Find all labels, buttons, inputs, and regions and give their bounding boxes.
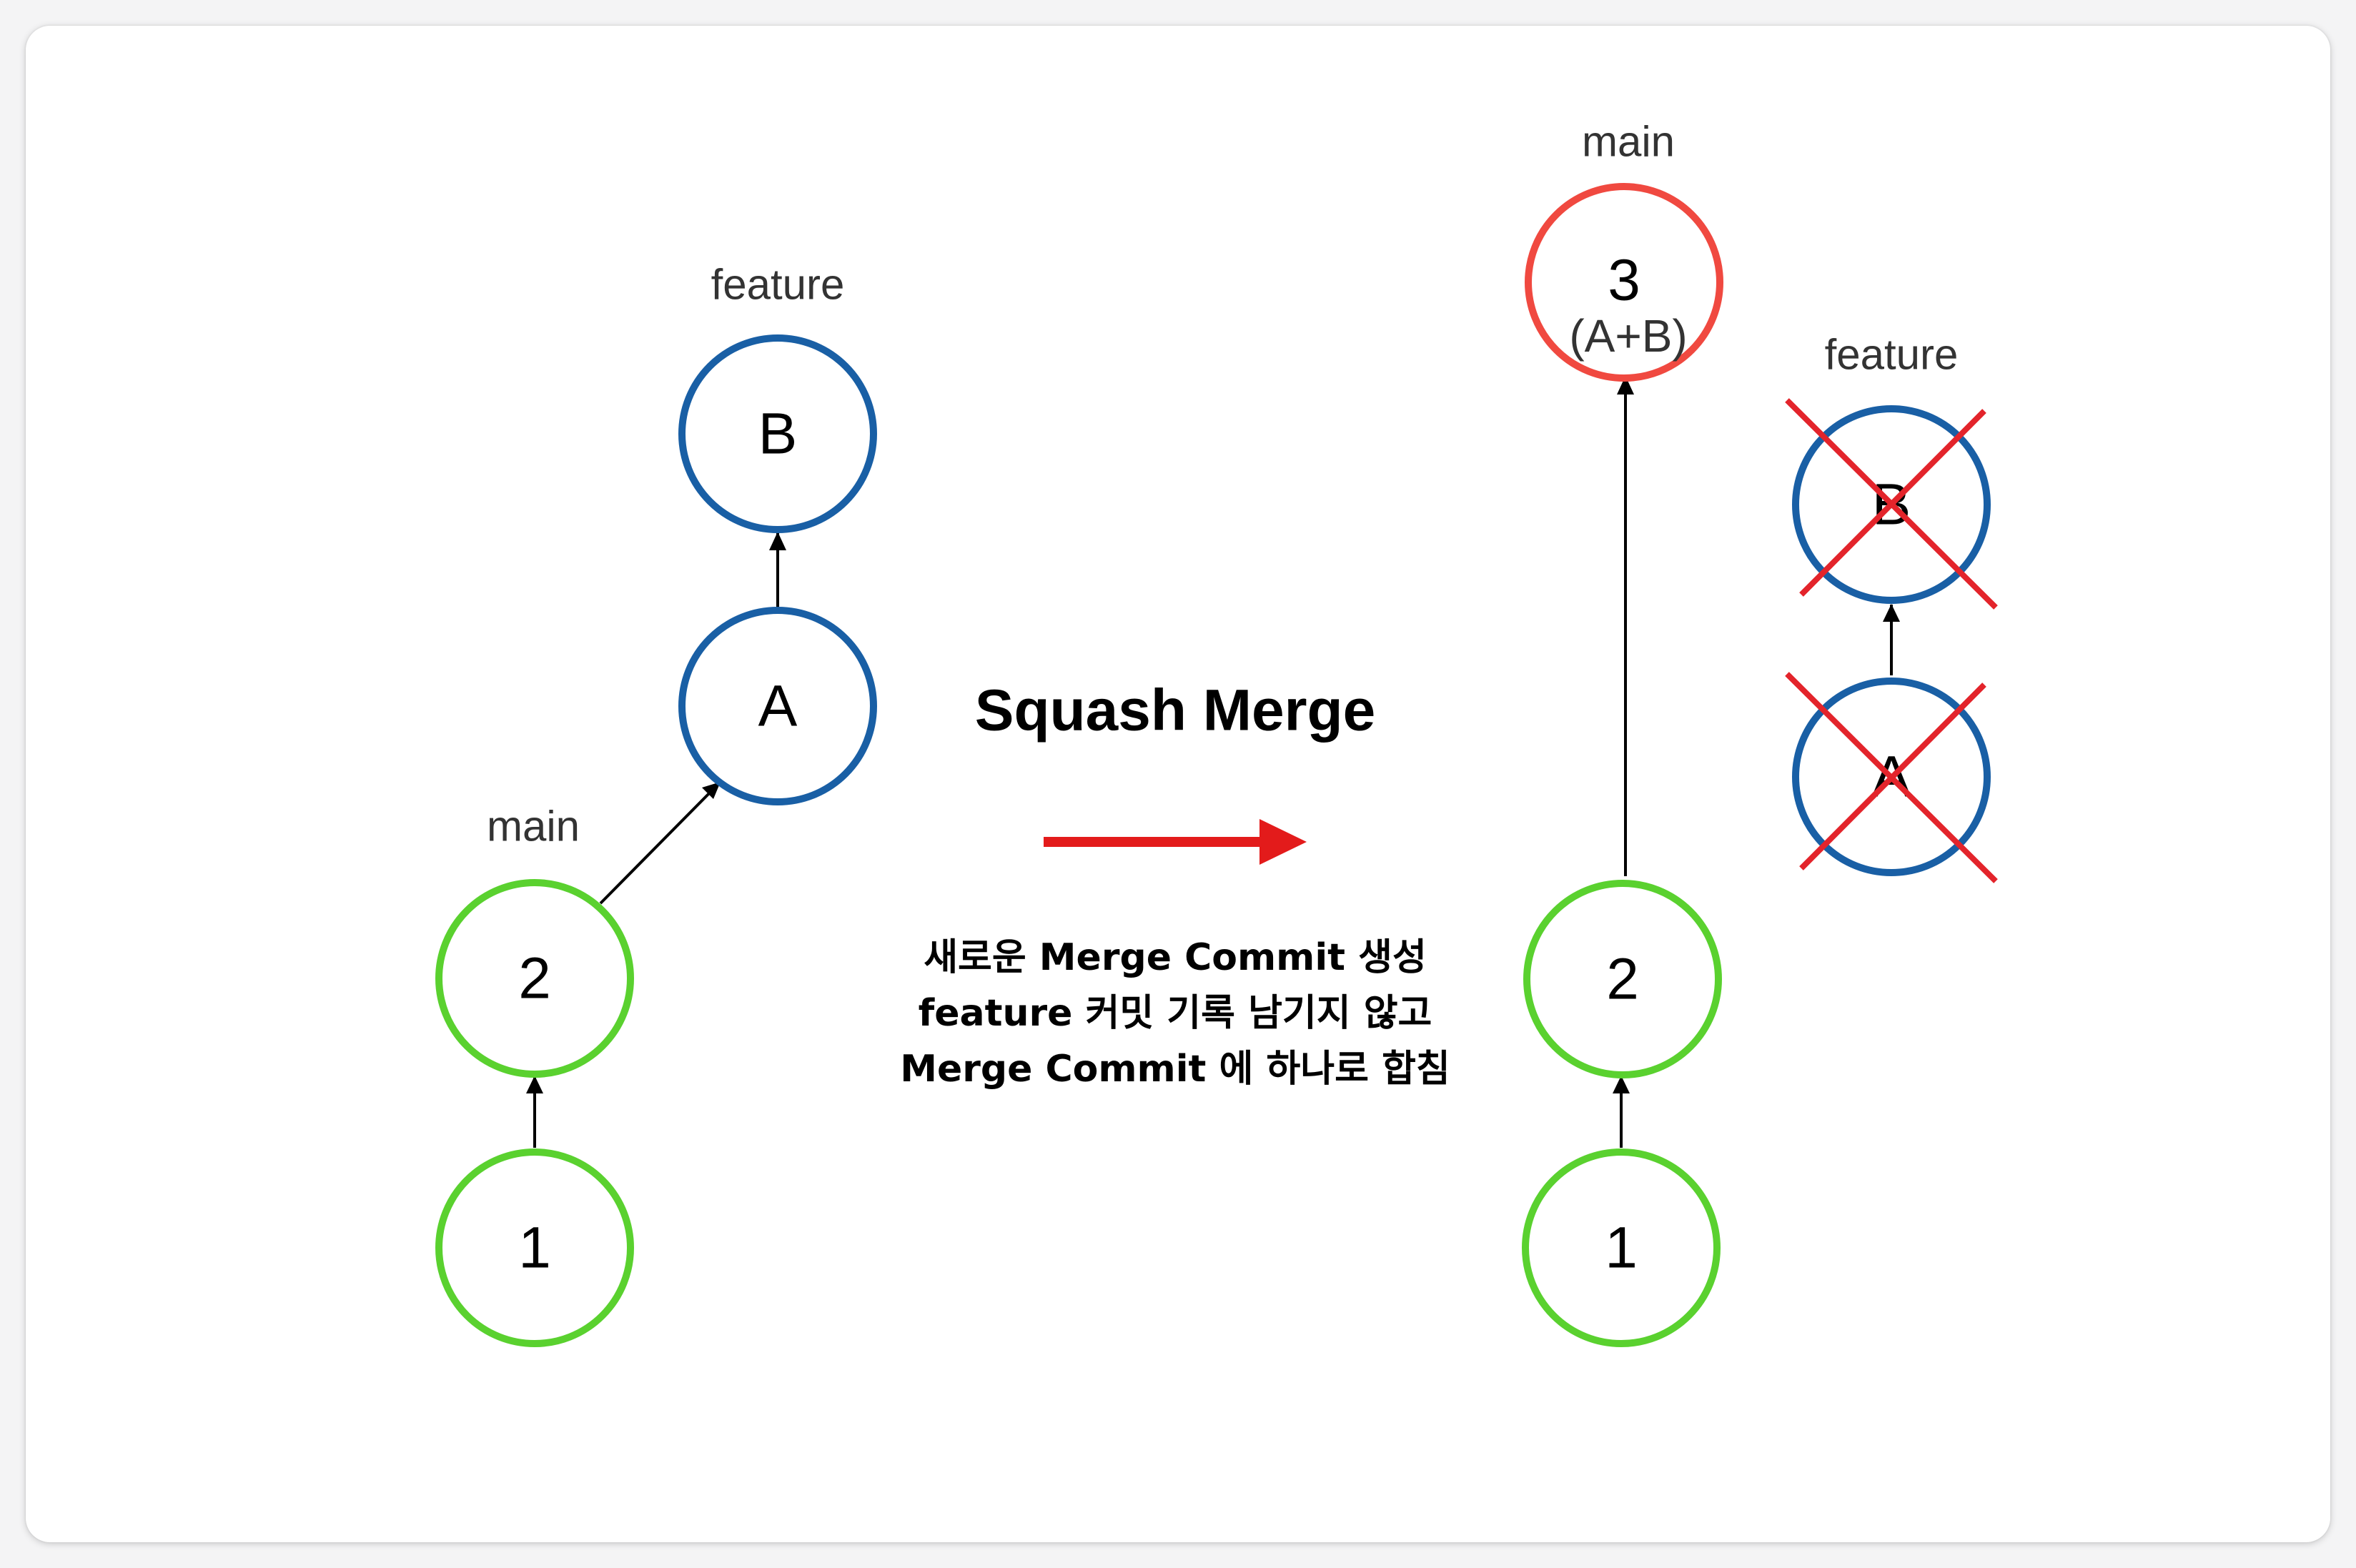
edge-1-to-2-head [526, 1076, 543, 1093]
cross-mark-B [1785, 398, 1998, 610]
edge-A-to-B-head [769, 532, 786, 550]
before-commit-2: 2 [435, 879, 634, 1078]
edge-A-to-B-after-head [1883, 604, 1900, 622]
commit-B-label: B [758, 402, 798, 467]
after-commit-2: 2 [1523, 880, 1722, 1078]
description-line-2: feature 커밋 기록 남기지 않고 [919, 992, 1432, 1035]
before-edges [526, 532, 786, 1148]
before-graph: 1 2 A B feature main [435, 261, 877, 1347]
after-graph: 1 2 3 (A+B) A B main fe [1522, 118, 1998, 1347]
operation: Squash Merge 새로운 Merge Commit 생성 feature… [900, 678, 1450, 1091]
operation-title: Squash Merge [975, 678, 1375, 743]
edge-1-to-2-after-head [1613, 1076, 1630, 1093]
before-commit-B: B [678, 334, 877, 533]
after-commit-3-label: 3 [1608, 248, 1640, 313]
after-edges [1613, 376, 1900, 1148]
cross-mark-A [1785, 672, 1998, 883]
description-line-1: 새로운 Merge Commit 생성 [924, 936, 1427, 979]
edge-2-to-3-head [1617, 376, 1634, 395]
after-commit-3: 3 (A+B) [1525, 183, 1723, 382]
after-feature-label: feature [1825, 331, 1959, 379]
before-commit-A: A [678, 607, 877, 805]
before-commit-1: 1 [435, 1148, 634, 1347]
commit-1-label: 1 [518, 1216, 551, 1281]
before-main-label: main [487, 803, 580, 850]
edge-2-to-A [599, 785, 718, 905]
commit-2-label: 2 [518, 946, 551, 1011]
before-feature-label: feature [711, 261, 845, 309]
after-commit-1: 1 [1522, 1148, 1721, 1347]
merge-arrow [1044, 819, 1307, 865]
discarded-commit-B: B [1785, 398, 1998, 610]
description-line-3: Merge Commit 에 하나로 합침 [900, 1048, 1450, 1091]
edge-2-to-A-head [702, 782, 721, 799]
after-commit-1-label: 1 [1605, 1216, 1638, 1281]
commit-A-label: A [758, 674, 798, 739]
after-commit-2-label: 2 [1606, 947, 1639, 1012]
after-main-label: main [1582, 118, 1675, 166]
discarded-commit-A: A [1785, 672, 1998, 883]
after-commit-3-sublabel: (A+B) [1569, 310, 1687, 362]
